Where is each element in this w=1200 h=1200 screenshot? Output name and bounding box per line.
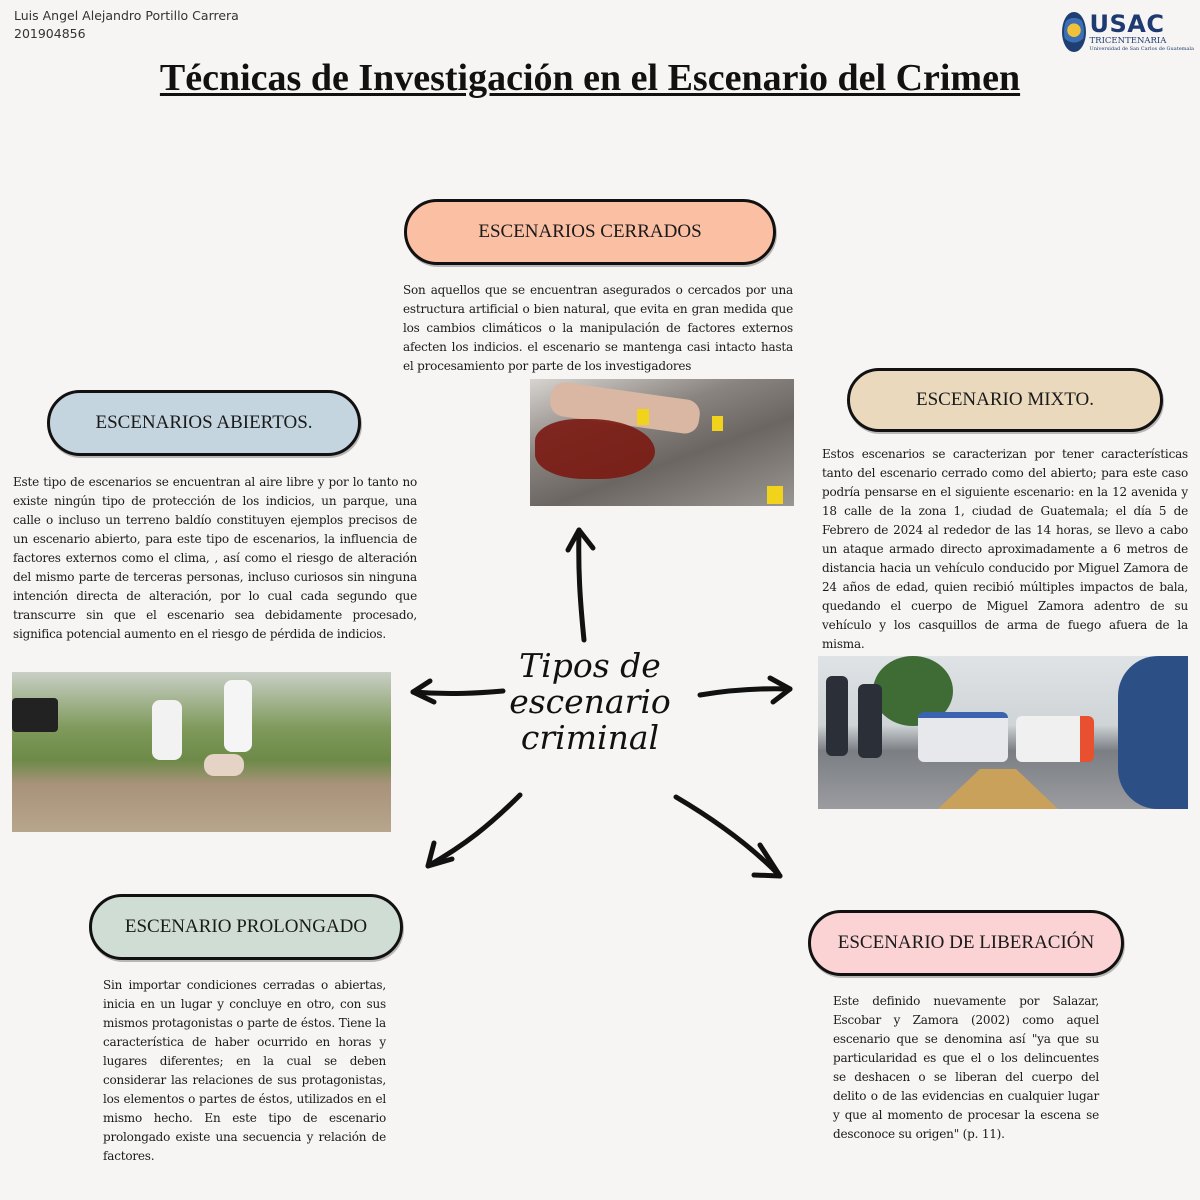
logo-brand: USAC xyxy=(1089,10,1165,39)
center-line-2: escenario xyxy=(509,682,671,721)
university-seal-icon xyxy=(1062,12,1086,52)
logo-subtitle: TRICENTENARIA xyxy=(1089,36,1167,47)
investigator-1 xyxy=(152,700,182,760)
node-label: ESCENARIO PROLONGADO xyxy=(124,916,368,937)
node-escenario-mixto: ESCENARIO MIXTO. xyxy=(847,368,1163,432)
center-line-3: criminal xyxy=(520,718,660,757)
ambulance xyxy=(1016,716,1094,762)
arrow-left-icon xyxy=(410,678,506,705)
node-label: ESCENARIOS ABIERTOS. xyxy=(95,412,313,433)
node-label: ESCENARIO MIXTO. xyxy=(915,389,1095,410)
prolongado-description: Sin importar condiciones cerradas o abie… xyxy=(103,978,386,1163)
evidence-marker-b-icon xyxy=(712,416,723,431)
center-line-1: Tipos de xyxy=(519,646,661,685)
evidence-bag xyxy=(204,754,244,776)
vehicle-shape xyxy=(12,698,58,732)
logo-university: Universidad de San Carlos de Guatemala xyxy=(1089,45,1195,52)
node-label: ESCENARIOS CERRADOS xyxy=(478,221,702,242)
page-title: Técnicas de Investigación en el Escenari… xyxy=(159,57,1021,99)
road-line xyxy=(938,769,1058,809)
arrow-down-left-icon xyxy=(425,792,523,869)
mixto-description: Estos escenarios se caracterizan por ten… xyxy=(822,447,1188,651)
node-escenarios-abiertos: ESCENARIOS ABIERTOS. xyxy=(47,390,361,456)
node-escenarios-cerrados: ESCENARIOS CERRADOS xyxy=(404,199,776,265)
arrow-right-icon xyxy=(697,675,793,705)
mixto-photo xyxy=(818,656,1188,809)
usac-logo: USAC TRICENTENARIA Universidad de San Ca… xyxy=(1062,10,1194,54)
investigator-2 xyxy=(224,680,252,752)
arrow-down-right-icon xyxy=(673,794,783,879)
node-escenario-prolongado: ESCENARIO PROLONGADO xyxy=(89,894,403,960)
node-escenario-liberacion: ESCENARIO DE LIBERACIÓN xyxy=(808,910,1124,976)
police-truck xyxy=(918,712,1008,762)
liberacion-description: Este definido nuevamente por Salazar, Es… xyxy=(833,994,1099,1141)
evidence-marker-c-icon xyxy=(767,486,783,504)
author-info: Luis Angel Alejandro Portillo Carrera 20… xyxy=(14,7,239,43)
center-topic: Tipos de escenario criminal xyxy=(495,648,685,756)
evidence-marker-a-icon xyxy=(637,409,649,425)
police-officer-1 xyxy=(826,676,848,756)
cerrados-photo xyxy=(530,379,794,506)
node-label: ESCENARIO DE LIBERACIÓN xyxy=(837,932,1095,953)
cerrados-description: Son aquellos que se encuentran asegurado… xyxy=(403,283,793,373)
arrow-up-icon xyxy=(565,527,596,643)
abiertos-photo xyxy=(12,672,391,832)
abiertos-description: Este tipo de escenarios se encuentran al… xyxy=(13,475,417,641)
author-name: Luis Angel Alejandro Portillo Carrera xyxy=(14,8,239,23)
blood-stain xyxy=(535,419,655,479)
student-id: 201904856 xyxy=(14,26,86,41)
blue-blur xyxy=(1118,656,1188,809)
police-officer-2 xyxy=(858,684,882,758)
